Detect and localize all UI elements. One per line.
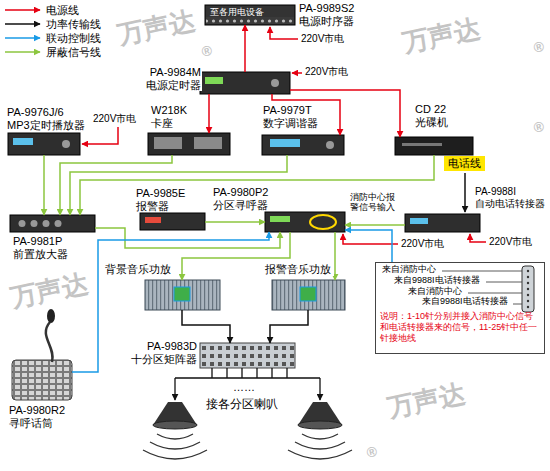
- amplifier: 背景音乐功放: [145, 280, 220, 310]
- paging-mic: PA-9980R2 寻呼话筒: [12, 360, 72, 400]
- power-feeds: [82, 27, 486, 244]
- note-text: 来自9988I电话转接器: [394, 275, 540, 286]
- matrix: PA-9983D 十分区矩阵器: [200, 343, 295, 368]
- connector: [345, 230, 392, 262]
- phone-transfer: PA-9988I 自动电话转接器: [405, 214, 480, 232]
- speaker-note: 接各分区喇叭: [205, 398, 279, 412]
- device-label: PA-9985E 报警器: [135, 187, 197, 212]
- legend-text: 屏蔽信号线: [46, 45, 101, 59]
- power-label: 220V市电: [488, 236, 533, 248]
- device-label: PA-9979T 数字调谐器: [262, 104, 326, 129]
- connector: [205, 221, 265, 223]
- device-label: PA-9980R2 寻呼话筒: [8, 404, 82, 429]
- connector: [182, 310, 230, 343]
- device-label: PA-9989S2 电源时序器: [298, 2, 366, 27]
- watermark: ®: [532, 38, 545, 56]
- cassette-deck: W218K 卡座: [148, 133, 230, 155]
- zone-pager: PA-9980P2 分区寻呼器: [265, 212, 345, 232]
- device-label: 报警音乐功放: [264, 263, 334, 276]
- note-text: 来自消防中心: [408, 286, 540, 297]
- connector: [345, 224, 405, 226]
- watermark: ®: [532, 118, 545, 136]
- legend-line: [4, 19, 42, 29]
- device-label: PA-9976J/6 MP3定时播放器: [6, 106, 90, 131]
- device-label: PA-9980P2 分区寻呼器: [212, 186, 280, 211]
- device-label: PA-9981P 前置放大器: [12, 235, 84, 260]
- connector: [95, 228, 280, 248]
- note-box: 来自消防中心来自9988I电话转接器来自消防中心来自9988I电话转接器说明：1…: [375, 262, 545, 354]
- note-text: 来自9988I电话转接器: [422, 296, 540, 307]
- phone-line: [464, 173, 466, 212]
- alarm-unit: PA-9985E 报警器: [140, 213, 205, 230]
- watermark: 万声达: [8, 269, 91, 314]
- device-label: PA-9988I 自动电话转接器: [474, 186, 548, 209]
- legend-line: [4, 47, 42, 57]
- legend-entry: 联动控制线: [4, 31, 101, 45]
- power-label: 220V市电: [400, 238, 445, 250]
- connector: [72, 232, 269, 372]
- speaker-wiring: [175, 368, 320, 400]
- power-label: 220V市电: [300, 33, 345, 45]
- legend-entry: 屏蔽信号线: [4, 45, 101, 59]
- connector: [43, 155, 45, 215]
- device-label: PA-9983D 十分区矩阵器: [126, 340, 198, 365]
- device-label: 背景音乐功放: [104, 263, 176, 276]
- preamp: PA-9981P 前置放大器: [10, 215, 95, 232]
- legend-line: [4, 5, 42, 15]
- power-label: 220V市电: [304, 66, 349, 78]
- power-label: 220V市电: [92, 113, 137, 125]
- connector: [208, 94, 210, 133]
- mp3-player: PA-9976J/6 MP3定时播放器: [8, 133, 80, 155]
- phone-tag: 电话线: [444, 156, 485, 171]
- watermark: 万声达: [400, 14, 483, 59]
- connector: [70, 155, 287, 215]
- cd-player: CD 22 光碟机: [395, 137, 473, 155]
- connector: [334, 232, 336, 280]
- ellipsis: ……: [232, 381, 256, 394]
- panel-text: 至各用电设备: [210, 7, 264, 17]
- amplifier: 报警音乐功放: [272, 280, 345, 310]
- legend-line: [4, 33, 42, 43]
- note-text: 来自消防中心: [382, 264, 540, 275]
- connector: [270, 310, 308, 343]
- legend-entry: 电源线: [4, 3, 79, 17]
- legend-text: 功率传输线: [46, 17, 101, 31]
- device-label: W218K 卡座: [150, 104, 198, 129]
- device-label: CD 22 光碟机: [414, 103, 456, 128]
- power-timer: PA-9984M 电源定时器: [200, 72, 290, 94]
- legend-entry: 功率传输线: [4, 17, 101, 31]
- watermark: ®: [365, 443, 378, 461]
- watermark: ®: [200, 42, 213, 60]
- tuner: PA-9979T 数字调谐器: [262, 135, 344, 155]
- legend-text: 联动控制线: [46, 31, 101, 45]
- input-note: 消防中心报警信号输入: [350, 192, 396, 213]
- connector: [244, 25, 246, 72]
- note-text: 说明：1-10针分别并接入消防中心信号和电话转接器来的信号，11-25针中任一针…: [380, 311, 540, 343]
- device-label: PA-9984M 电源定时器: [140, 66, 202, 91]
- watermark: 万声达: [115, 6, 198, 51]
- connector: [80, 155, 434, 215]
- legend-text: 电源线: [46, 3, 79, 17]
- watermark: 万声达: [385, 379, 468, 424]
